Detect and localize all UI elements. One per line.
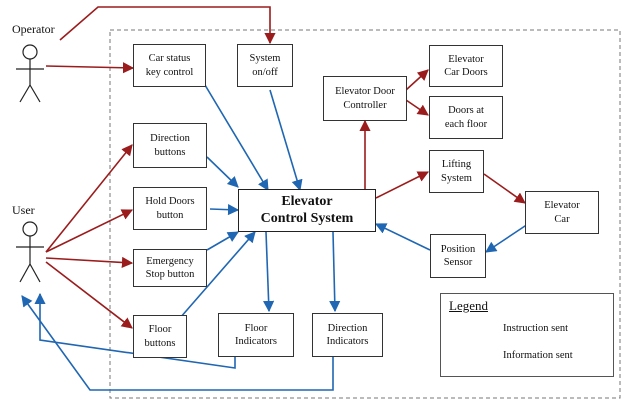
position-sensor-box: Position Sensor bbox=[430, 234, 486, 278]
elevator-car-box: Elevator Car bbox=[525, 191, 599, 234]
legend-title: Legend bbox=[449, 298, 488, 313]
floor-buttons-box: Floor buttons bbox=[133, 315, 187, 358]
arrow-hold-to-control bbox=[209, 204, 240, 216]
user-figure bbox=[16, 221, 44, 283]
arrow-doorcontroller-to-floordoors bbox=[405, 99, 429, 116]
arrow-floorbuttons-to-control bbox=[179, 231, 256, 319]
operator-figure bbox=[16, 44, 44, 103]
legend-box: Legend Instruction sent Information sent bbox=[440, 293, 614, 377]
emergency-stop-box: Emergency Stop button bbox=[133, 249, 207, 287]
control-system-box: Elevator Control System bbox=[238, 189, 376, 232]
arrow-doorcontroller-to-cardoors bbox=[405, 69, 429, 91]
system-onoff-box: System on/off bbox=[237, 44, 293, 87]
floor-doors-box: Doors at each floor bbox=[429, 96, 503, 139]
floor-indicators-box: Floor Indicators bbox=[218, 313, 294, 357]
user-label: User bbox=[12, 203, 35, 217]
car-doors-box: Elevator Car Doors bbox=[429, 45, 503, 87]
arrow-directionindicators-to-user bbox=[21, 295, 334, 391]
door-controller-box: Elevator Door Controller bbox=[323, 76, 407, 121]
arrow-onoff-to-control bbox=[269, 89, 303, 192]
arrow-direction-to-control bbox=[206, 156, 239, 188]
legend-information-label: Information sent bbox=[503, 350, 573, 361]
arrow-control-to-lifting bbox=[375, 171, 430, 199]
legend-instruction-label: Instruction sent bbox=[503, 323, 569, 334]
arrow-carstatus-to-control bbox=[204, 84, 269, 191]
arrow-emergency-to-control bbox=[206, 231, 239, 251]
arrow-positionsensor-to-control bbox=[374, 223, 431, 251]
car-status-key-control-box: Car status key control bbox=[133, 44, 206, 87]
direction-buttons-box: Direction buttons bbox=[133, 123, 207, 168]
arrow-operator-to-onoff bbox=[59, 6, 276, 45]
operator-label: Operator bbox=[12, 22, 55, 36]
arrow-user-to-floorbuttons bbox=[45, 261, 133, 329]
arrow-car-to-positionsensor bbox=[485, 223, 529, 253]
arrow-user-to-direction bbox=[45, 144, 133, 253]
system-boundary bbox=[109, 29, 621, 399]
arrow-control-to-directionindicators bbox=[329, 231, 341, 313]
arrow-control-to-floorindicators bbox=[263, 231, 275, 313]
arrow-user-to-hold bbox=[45, 209, 134, 253]
arrow-operator-to-carstatus bbox=[45, 62, 135, 74]
arrow-user-to-emergency bbox=[45, 256, 134, 269]
lifting-system-box: Lifting System bbox=[429, 150, 484, 193]
direction-indicators-box: Direction Indicators bbox=[312, 313, 383, 357]
hold-doors-button-box: Hold Doors button bbox=[133, 187, 207, 230]
arrow-lifting-to-car bbox=[483, 173, 526, 204]
